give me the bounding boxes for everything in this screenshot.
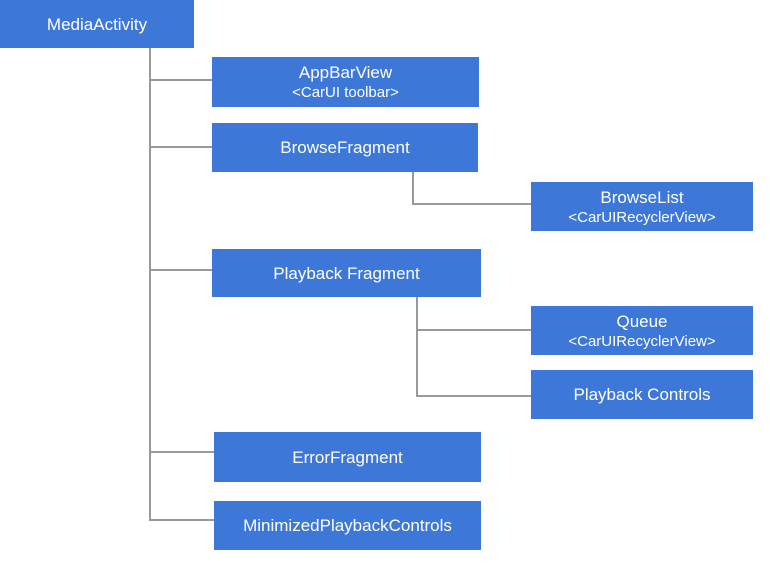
node-title-browse-list: BrowseList	[600, 187, 684, 207]
node-subtitle-browse-list: <CarUIRecyclerView>	[568, 208, 716, 226]
node-title-minimized-playback-controls: MinimizedPlaybackControls	[243, 516, 452, 535]
node-title-media-activity: MediaActivity	[46, 14, 148, 34]
node-playback-fragment: Playback Fragment	[212, 249, 481, 297]
edge-playback-fragment-to-playback-controls	[416, 296, 531, 397]
node-title-error-fragment: ErrorFragment	[292, 447, 403, 467]
node-playback-controls: Playback Controls	[531, 370, 753, 419]
node-title-playback-controls: Playback Controls	[573, 385, 711, 404]
node-title-app-bar-view: AppBarView	[298, 63, 393, 82]
node-title-playback-fragment: Playback Fragment	[273, 263, 420, 283]
node-error-fragment: ErrorFragment	[214, 432, 481, 482]
node-queue: Queue<CarUIRecyclerView>	[531, 306, 753, 355]
edge-browse-fragment-to-browse-list	[412, 172, 531, 205]
node-title-queue: Queue	[616, 311, 668, 331]
node-subtitle-app-bar-view: <CarUI toolbar>	[292, 84, 399, 101]
node-browse-list: BrowseList<CarUIRecyclerView>	[531, 182, 753, 231]
node-subtitle-queue: <CarUIRecyclerView>	[568, 332, 716, 350]
node-browse-fragment: BrowseFragment	[212, 123, 478, 172]
node-media-activity: MediaActivity	[0, 0, 194, 48]
node-app-bar-view: AppBarView <CarUI toolbar>	[212, 57, 479, 107]
node-title-browse-fragment: BrowseFragment	[280, 138, 410, 157]
node-minimized-playback-controls: MinimizedPlaybackControls	[214, 501, 481, 550]
edge-trunk-to-minimized-playback-controls	[149, 48, 214, 521]
